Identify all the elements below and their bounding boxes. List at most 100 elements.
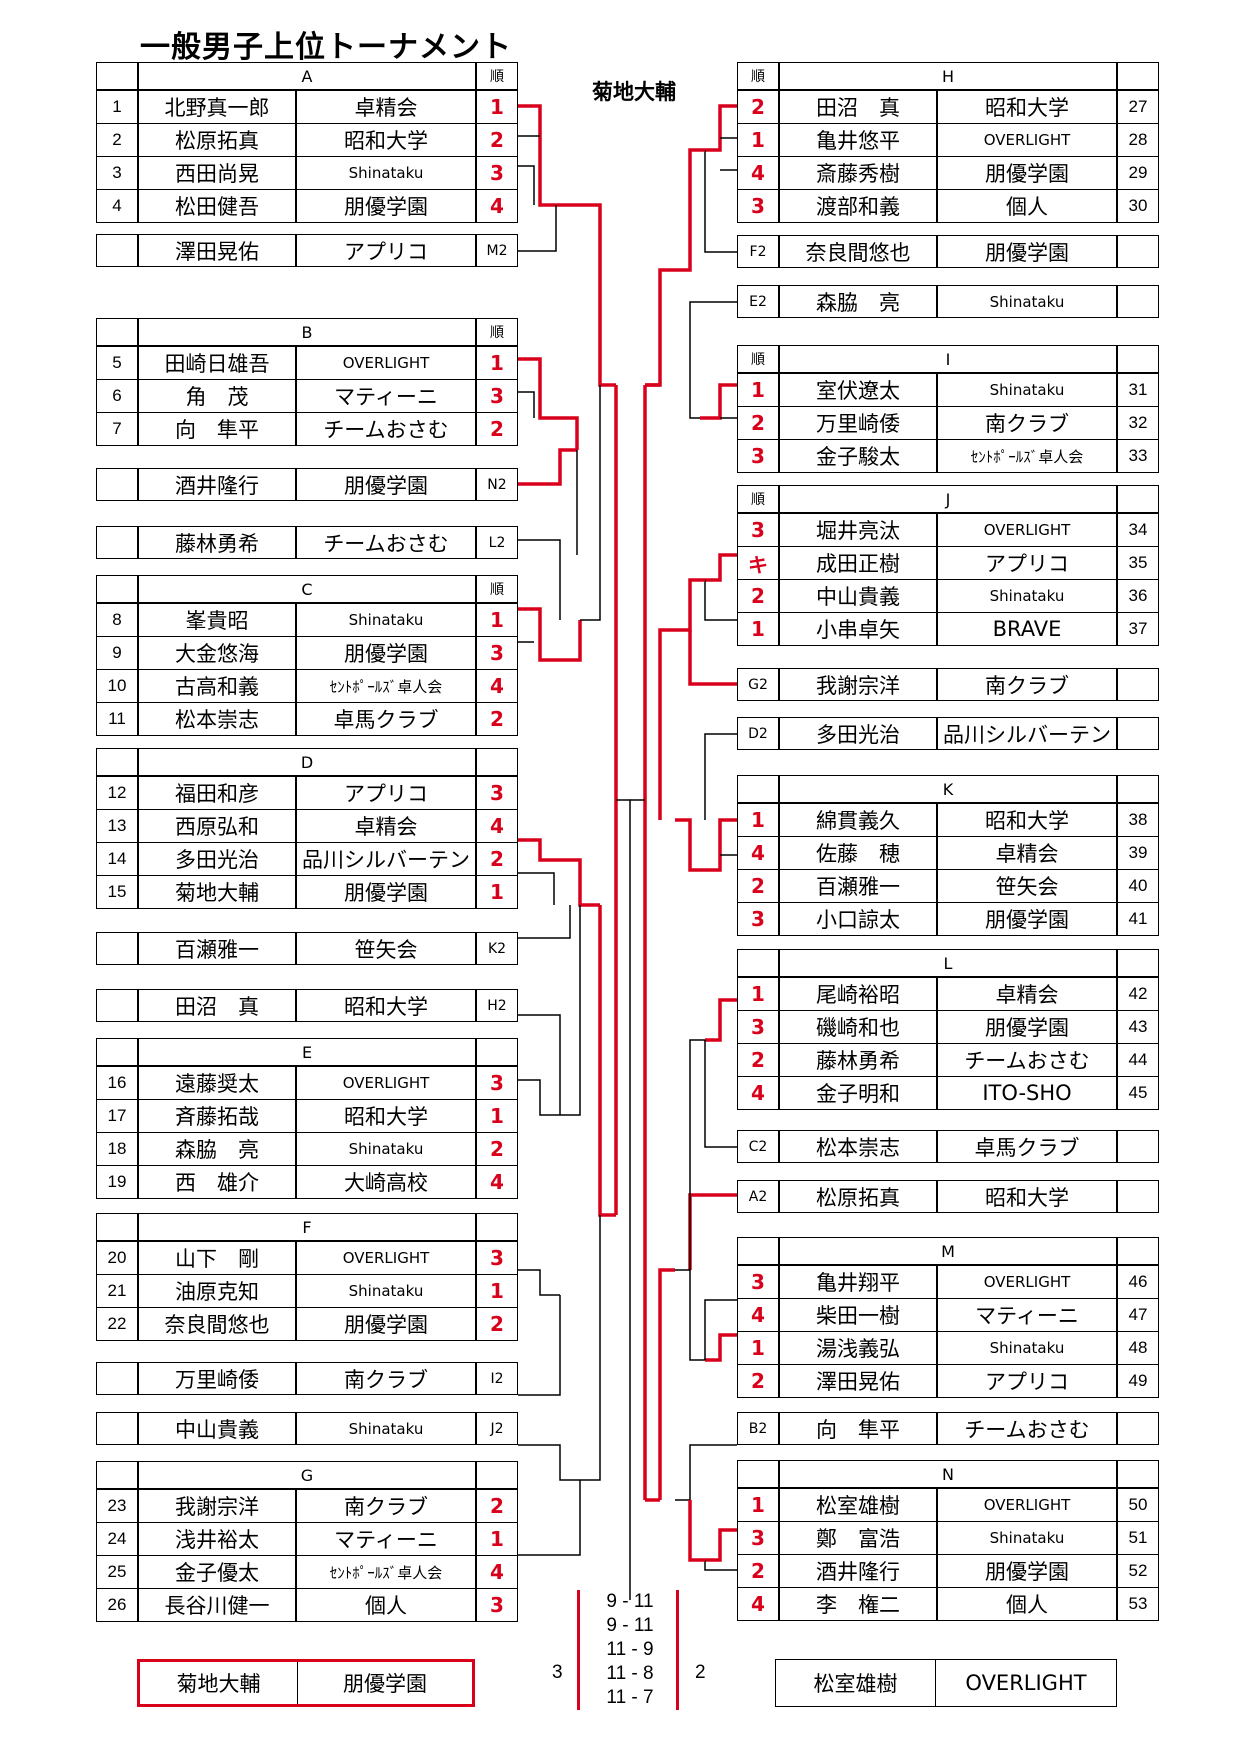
player-rank: 1 [476, 1274, 518, 1308]
player-rank: 2 [476, 702, 518, 736]
player-number: 42 [1117, 977, 1159, 1011]
player-number: 8 [96, 603, 138, 637]
seed-club: チームおさむ [937, 1412, 1117, 1445]
player-club: 朋優学園 [296, 636, 476, 670]
game-score-3: 11 - 9 [606, 1639, 654, 1660]
blank-cell [96, 468, 138, 501]
player-name: 松田健吾 [138, 189, 296, 223]
blank-cell [1117, 1180, 1159, 1213]
player-rank: 1 [737, 612, 779, 646]
rank-header [476, 1213, 518, 1241]
bracket-line [645, 268, 675, 387]
player-number: 47 [1117, 1298, 1159, 1332]
final-winner-name: 菊地大輔 [140, 1662, 298, 1704]
blank-header [96, 318, 138, 346]
wire-r2a [562, 203, 616, 387]
seed-tag: L2 [476, 526, 518, 559]
bracket-line [675, 578, 705, 632]
seed-name: 田沼 真 [138, 989, 296, 1022]
bracket-line [518, 1480, 581, 1556]
blank-cell [1117, 235, 1159, 268]
player-rank: 2 [476, 1132, 518, 1166]
bracket-line [704, 1299, 737, 1360]
seed-tag: D2 [737, 717, 779, 750]
player-rank: 1 [476, 1099, 518, 1133]
player-name: 柴田一樹 [779, 1298, 937, 1332]
player-number: 40 [1117, 869, 1159, 903]
player-number: 50 [1117, 1488, 1159, 1522]
blank-header [1117, 949, 1159, 977]
bracket-line [518, 872, 555, 905]
player-club: チームおさむ [937, 1043, 1117, 1077]
player-number: 20 [96, 1241, 138, 1275]
player-name: 福田和彦 [138, 776, 296, 810]
bracket-line [560, 905, 581, 1116]
blank-header [1117, 775, 1159, 803]
blank-header [96, 62, 138, 90]
seed-club: チームおさむ [296, 526, 476, 559]
bracket-line [675, 1039, 705, 1271]
bracket-line [658, 628, 675, 820]
player-number: 39 [1117, 836, 1159, 870]
bracket-line [675, 148, 705, 272]
player-rank: 4 [737, 156, 779, 190]
player-number: 51 [1117, 1521, 1159, 1555]
player-number: 38 [1117, 803, 1159, 837]
player-name: 菊地大輔 [138, 875, 296, 909]
player-name: 金子優太 [138, 1555, 296, 1589]
player-rank: 3 [476, 776, 518, 810]
group-label: I [779, 345, 1117, 373]
seed-tag: E2 [737, 285, 779, 318]
player-rank: 1 [737, 1331, 779, 1365]
group-label: D [138, 748, 476, 776]
game-score-1: 9 - 11 [606, 1591, 654, 1612]
player-club: 個人 [937, 1587, 1117, 1621]
blank-header [96, 1038, 138, 1066]
player-number: 30 [1117, 189, 1159, 223]
bracket-line [518, 448, 577, 486]
seed-club: Shinataku [937, 285, 1117, 318]
bracket-line [560, 620, 582, 662]
player-number: 44 [1117, 1043, 1159, 1077]
player-club: Shinataku [937, 373, 1117, 407]
player-number: 49 [1117, 1364, 1159, 1398]
player-club: 個人 [937, 189, 1117, 223]
player-number: 7 [96, 412, 138, 446]
seed-name: 向 隼平 [779, 1412, 937, 1445]
player-rank: 2 [737, 579, 779, 613]
player-club: 朋優学園 [937, 1554, 1117, 1588]
player-rank: 3 [476, 1066, 518, 1100]
player-club: OVERLIGHT [296, 1241, 476, 1275]
player-name: 浅井裕太 [138, 1522, 296, 1556]
blank-header [96, 1213, 138, 1241]
blank-cell [96, 1362, 138, 1395]
player-club: BRAVE [937, 612, 1117, 646]
bracket-line [518, 165, 535, 205]
game-score-2: 9 - 11 [606, 1615, 654, 1636]
player-name: 西原弘和 [138, 809, 296, 843]
rank-header [737, 775, 779, 803]
group-label: G [138, 1461, 476, 1489]
player-rank: 4 [476, 1165, 518, 1199]
player-club: Shinataku [296, 603, 476, 637]
group-label: B [138, 318, 476, 346]
player-number: 2 [96, 123, 138, 157]
seed-tag: H2 [476, 989, 518, 1022]
player-club: アプリコ [296, 776, 476, 810]
player-number: 23 [96, 1489, 138, 1523]
seed-club: 南クラブ [296, 1362, 476, 1395]
game-score-4: 11 - 8 [606, 1663, 654, 1684]
blank-header [1117, 485, 1159, 513]
bracket-line [518, 1014, 561, 1115]
final-winner-games: 3 [552, 1662, 563, 1683]
player-number: 4 [96, 189, 138, 223]
player-name: 百瀬雅一 [779, 869, 937, 903]
player-club: ｾﾝﾄﾎﾟｰﾙｽﾞ卓人会 [296, 1555, 476, 1589]
page-title: 一般男子上位トーナメント [140, 30, 512, 65]
player-number: 22 [96, 1307, 138, 1341]
blank-cell [96, 932, 138, 965]
bracket-line [598, 905, 616, 1217]
player-club: 朋優学園 [296, 189, 476, 223]
rank-header: 順 [737, 345, 779, 373]
